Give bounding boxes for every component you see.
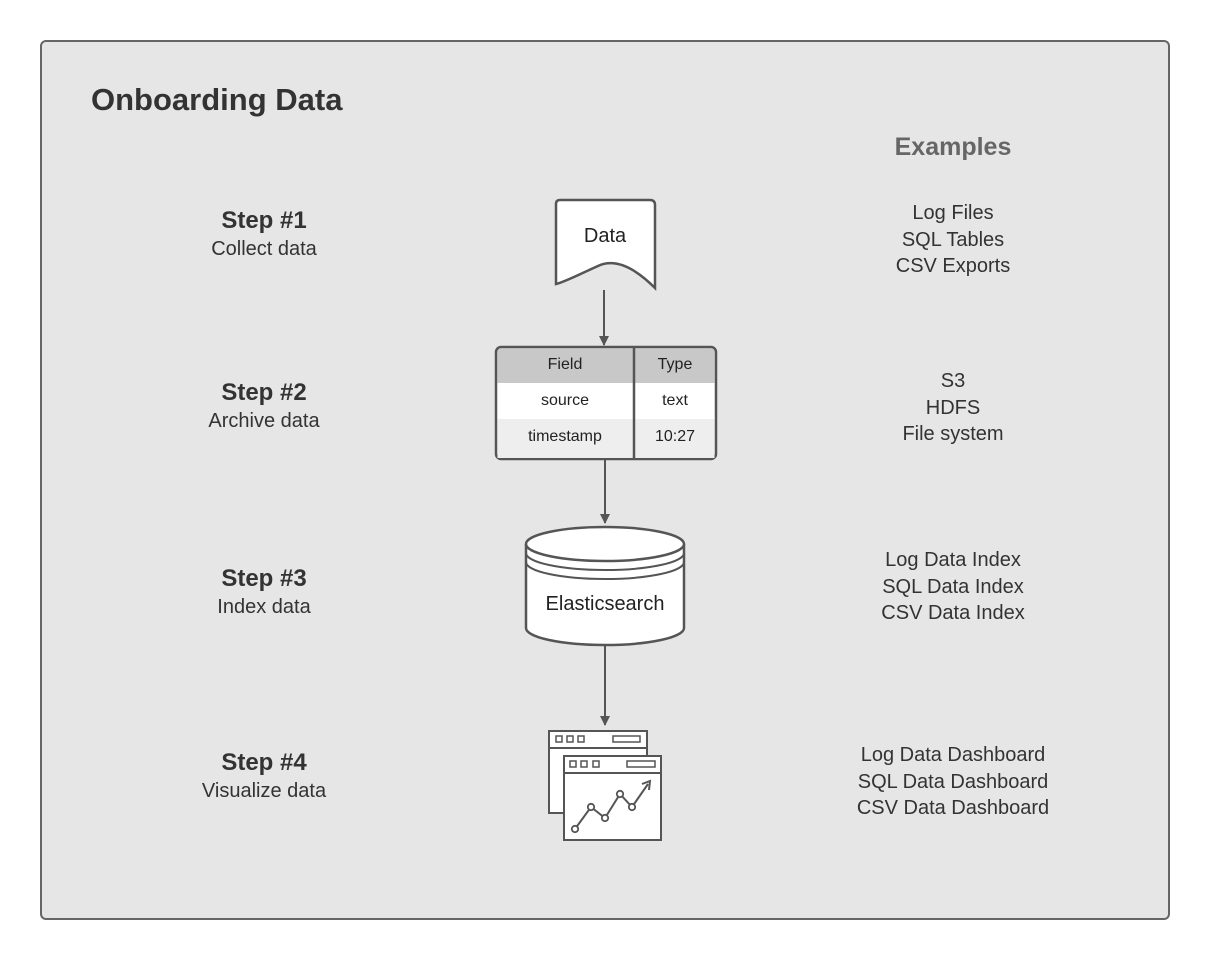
table-header-type: Type bbox=[658, 356, 693, 373]
diagram-title: Onboarding Data bbox=[91, 82, 343, 117]
example-item: CSV Data Index bbox=[881, 602, 1025, 624]
examples-step-3: Log Data Index SQL Data Index CSV Data I… bbox=[803, 547, 1103, 627]
step-3-title: Step #3 bbox=[221, 565, 307, 592]
step-2-description: Archive data bbox=[208, 410, 320, 432]
table-header-field: Field bbox=[548, 356, 583, 373]
examples-heading: Examples bbox=[894, 133, 1012, 161]
example-item: File system bbox=[902, 423, 1004, 445]
example-item: SQL Data Dashboard bbox=[857, 770, 1049, 793]
example-item: S3 bbox=[940, 370, 966, 392]
document-label: Data bbox=[584, 225, 627, 247]
table-cell: 10:27 bbox=[655, 428, 695, 445]
step-1-title: Step #1 bbox=[221, 207, 307, 234]
example-item: Log Data Dashboard bbox=[860, 744, 1046, 766]
example-item: Log Files bbox=[912, 202, 994, 224]
table-cell: timestamp bbox=[528, 428, 602, 445]
example-item: SQL Tables bbox=[901, 228, 1005, 251]
step-2-title: Step #2 bbox=[221, 379, 307, 406]
examples-step-4: Log Data Dashboard SQL Data Dashboard CS… bbox=[803, 742, 1103, 822]
step-3: Step #3 Index data bbox=[164, 564, 364, 620]
example-item: SQL Data Index bbox=[882, 575, 1024, 598]
schema-table-node: Field Type source text timestamp 10:27 bbox=[494, 345, 718, 461]
example-item: CSV Data Dashboard bbox=[856, 797, 1050, 819]
step-3-description: Index data bbox=[217, 596, 311, 618]
step-4-description: Visualize data bbox=[201, 780, 327, 802]
example-item: CSV Exports bbox=[895, 255, 1011, 277]
dashboard-chart-icon bbox=[548, 730, 662, 841]
table-cell: text bbox=[662, 392, 688, 409]
table-cell: source bbox=[541, 392, 589, 409]
example-item: HDFS bbox=[925, 396, 981, 419]
document-node: Data bbox=[554, 198, 657, 292]
database-label: Elasticsearch bbox=[546, 593, 665, 615]
step-1-description: Collect data bbox=[211, 238, 317, 260]
database-node: Elasticsearch bbox=[524, 525, 686, 647]
step-4: Step #4 Visualize data bbox=[164, 748, 364, 804]
step-1: Step #1 Collect data bbox=[164, 206, 364, 262]
examples-step-2: S3 HDFS File system bbox=[803, 368, 1103, 448]
example-item: Log Data Index bbox=[885, 549, 1021, 571]
examples-step-1: Log Files SQL Tables CSV Exports bbox=[803, 200, 1103, 280]
step-2: Step #2 Archive data bbox=[164, 378, 364, 434]
step-4-title: Step #4 bbox=[221, 749, 307, 776]
